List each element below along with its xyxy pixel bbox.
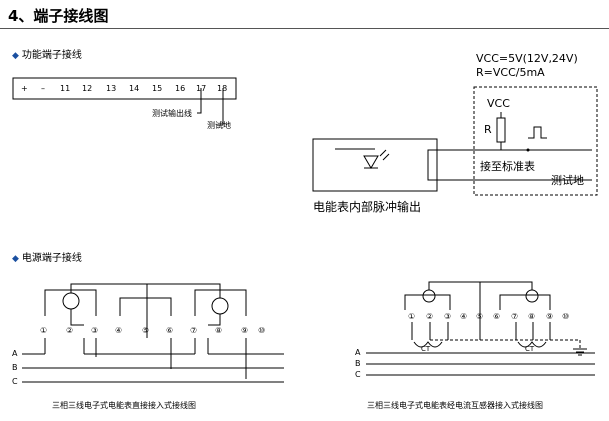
ct-1-label: CT xyxy=(421,345,431,353)
ct-terminal-label: ⑥ xyxy=(493,312,501,321)
direct-coil-1 xyxy=(62,292,80,310)
to-standard-meter-label: 接至标准表 xyxy=(480,160,535,173)
ct-terminal-label: ⑩ xyxy=(562,312,570,321)
ct-terminal-label: ④ xyxy=(460,312,468,321)
func-terminal-label: 16 xyxy=(175,84,186,93)
ct-2-coil xyxy=(517,341,547,348)
direct-coil-2 xyxy=(211,297,229,315)
direct-caption: 三相三线电子式电能表直接接入式接线图 xyxy=(52,401,196,410)
test-output-line-label: 测试输出线 xyxy=(152,109,192,118)
ct-terminal-label: ⑤ xyxy=(476,312,484,321)
ct-caption: 三相三线电子式电能表经电流互感器接入式接线图 xyxy=(367,401,543,410)
func-terminal-label: 17 xyxy=(196,84,207,93)
pulse-caption: 电能表内部脉冲输出 xyxy=(313,200,422,214)
meter-internal-box xyxy=(312,138,438,192)
func-terminal-label: 13 xyxy=(106,84,117,93)
pulse-waveform-icon xyxy=(528,126,547,139)
test-ground-label: 测试地 xyxy=(207,121,231,130)
vcc-spec: VCC=5V(12V,24V) xyxy=(476,52,578,65)
vcc-label: VCC xyxy=(487,97,510,110)
direct-terminal-label: ② xyxy=(66,326,74,335)
pointer-17-line xyxy=(197,88,202,114)
ct-terminal-leads xyxy=(411,322,551,340)
output-bracket xyxy=(427,149,437,181)
direct-lead-1-2 xyxy=(70,309,84,326)
direct-terminal-label: ⑥ xyxy=(166,326,174,335)
direct-terminal-label: ③ xyxy=(91,326,99,335)
ct-coil-2 xyxy=(525,289,539,303)
ct-terminal-label: ① xyxy=(408,312,416,321)
ct-2-label: CT xyxy=(525,345,535,353)
ct-voltage-bus-2 xyxy=(499,294,551,310)
direct-voltage-bus-2 xyxy=(119,297,172,316)
title-divider xyxy=(0,28,609,29)
led-icon xyxy=(363,155,379,169)
func-terminal-label: 12 xyxy=(82,84,93,93)
ct-terminal-label: ② xyxy=(426,312,434,321)
led-light-arrows xyxy=(379,149,390,161)
ct-voltage-bus-1 xyxy=(404,294,451,310)
direct-phase-b-label: B xyxy=(12,363,18,372)
direct-terminal-label: ⑩ xyxy=(258,326,266,335)
function-section-heading: ◆功能端子接线 xyxy=(12,46,82,61)
ct-terminal-label: ⑨ xyxy=(546,312,554,321)
terminal-strip-frame xyxy=(12,77,237,100)
ct-coil-1 xyxy=(422,289,436,303)
ct-phase-c-label: C xyxy=(355,370,361,379)
pointer-18-line xyxy=(217,88,224,126)
ct-terminal-label: ⑧ xyxy=(528,312,536,321)
direct-terminal-label: ⑦ xyxy=(190,326,198,335)
direct-terminal-label: ⑤ xyxy=(142,326,150,335)
direct-phase-a-label: A xyxy=(12,349,18,358)
ct-terminal-label: ⑦ xyxy=(511,312,519,321)
function-section-heading-text: 功能端子接线 xyxy=(21,50,82,61)
power-section-heading-text: 电源端子接线 xyxy=(21,253,82,264)
direct-terminal-label: ⑧ xyxy=(215,326,223,335)
direct-coil-link xyxy=(70,283,221,298)
page-title: 4、端子接线图 xyxy=(8,7,109,25)
func-terminal-label: 11 xyxy=(60,84,71,93)
standard-meter-box xyxy=(473,86,598,196)
ct-phase-a-label: A xyxy=(355,348,361,357)
func-terminal-label: – xyxy=(41,84,45,93)
r-label: R xyxy=(484,123,492,136)
direct-terminal-label: ① xyxy=(40,326,48,335)
diamond-bullet-icon: ◆ xyxy=(12,254,19,264)
ct-secondary-dashed xyxy=(430,339,581,349)
ct-terminal-label: ③ xyxy=(444,312,452,321)
ct-phase-b-label: B xyxy=(355,359,361,368)
power-section-heading: ◆电源端子接线 xyxy=(12,249,82,264)
direct-lead-7-8 xyxy=(208,314,221,326)
pulse-test-ground-label: 测试地 xyxy=(551,174,584,187)
diamond-bullet-icon: ◆ xyxy=(12,51,19,61)
r-spec: R=VCC/5mA xyxy=(476,66,545,79)
direct-terminal-label: ⑨ xyxy=(241,326,249,335)
func-terminal-label: 18 xyxy=(217,84,228,93)
signal-junction xyxy=(526,148,530,152)
direct-terminal-label: ④ xyxy=(115,326,123,335)
func-terminal-label: 15 xyxy=(152,84,163,93)
func-terminal-label: 14 xyxy=(129,84,140,93)
ground-icon xyxy=(573,348,587,356)
func-terminal-label: + xyxy=(21,84,28,93)
direct-phase-c-label: C xyxy=(12,377,18,386)
resistor-r-icon xyxy=(496,117,506,143)
ct-1-coil xyxy=(413,341,443,348)
